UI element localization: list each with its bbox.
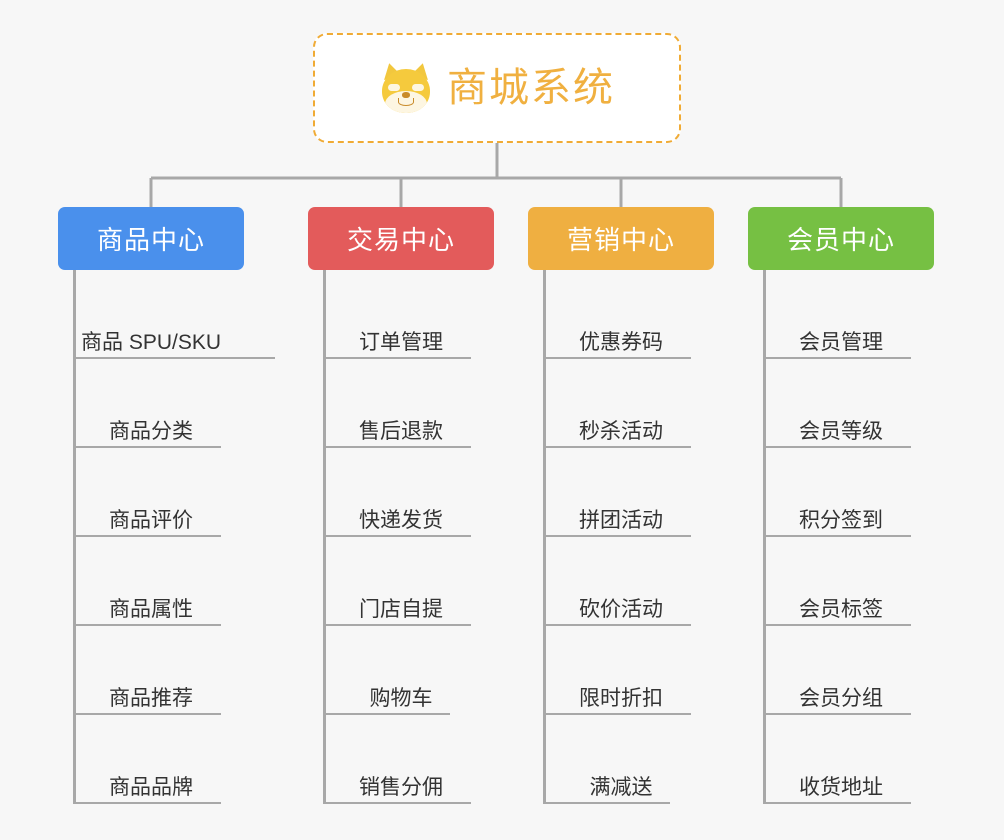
category-header-product-center[interactable]: 商品中心 [58,207,244,270]
list-item-rule [73,802,221,804]
list-item-rule [763,357,911,359]
list-item-rule [323,535,471,537]
list-item-label: 销售分佣 [359,776,443,799]
list-item[interactable]: 销售分佣 [308,715,494,804]
category-header-trade-center[interactable]: 交易中心 [308,207,494,270]
category-items-member-center: 会员管理会员等级积分签到会员标签会员分组收货地址 [748,270,934,804]
column-trunk-line [763,270,766,804]
list-item[interactable]: 订单管理 [308,270,494,359]
list-item-rule [543,535,691,537]
list-item-label: 会员管理 [799,331,883,354]
list-item-rule [543,713,691,715]
list-item[interactable]: 收货地址 [748,715,934,804]
category-items-product-center: 商品 SPU/SKU 商品分类商品评价商品属性商品推荐商品品牌 [58,270,275,804]
list-item-label: 商品分类 [109,420,193,443]
list-item-label: 积分签到 [799,509,883,532]
list-item-rule [73,535,221,537]
list-item-rule [763,535,911,537]
category-header-label: 营销中心 [566,225,675,255]
list-item-rule [763,624,911,626]
list-item[interactable]: 商品推荐 [58,626,244,715]
list-item-rule [323,802,471,804]
list-item[interactable]: 会员管理 [748,270,934,359]
list-item-label: 快递发货 [359,509,443,532]
category-header-label: 商品中心 [96,225,205,255]
list-item-label: 商品 SPU/SKU [80,331,222,354]
list-item[interactable]: 购物车 [308,626,494,715]
category-items-trade-center: 订单管理售后退款快递发货门店自提购物车销售分佣 [308,270,494,804]
list-item[interactable]: 会员等级 [748,359,934,448]
column-trunk-line [73,270,76,804]
list-item-rule [323,624,471,626]
root-node[interactable]: 商城系统 [313,33,681,143]
list-item[interactable]: 优惠券码 [528,270,714,359]
list-item-rule [73,446,221,448]
list-item-label: 优惠券码 [579,331,663,354]
list-item-rule [763,713,911,715]
category-header-label: 会员中心 [786,225,895,255]
list-item[interactable]: 会员分组 [748,626,934,715]
list-item[interactable]: 商品分类 [58,359,244,448]
list-item[interactable]: 秒杀活动 [528,359,714,448]
list-item-label: 秒杀活动 [579,420,663,443]
list-item-rule [543,624,691,626]
list-item[interactable]: 积分签到 [748,448,934,537]
category-column-marketing-center: 营销中心优惠券码秒杀活动拼团活动砍价活动限时折扣满减送 [528,207,714,804]
category-header-label: 交易中心 [346,225,455,255]
list-item[interactable]: 商品 SPU/SKU [58,270,275,359]
category-header-marketing-center[interactable]: 营销中心 [528,207,714,270]
category-items-marketing-center: 优惠券码秒杀活动拼团活动砍价活动限时折扣满减送 [528,270,714,804]
list-item-rule [763,446,911,448]
list-item-label: 售后退款 [359,420,443,443]
list-item-label: 拼团活动 [579,509,663,532]
list-item-rule [323,446,471,448]
column-trunk-line [323,270,326,804]
list-item[interactable]: 拼团活动 [528,448,714,537]
list-item[interactable]: 满减送 [528,715,714,804]
list-item-label: 限时折扣 [579,687,663,710]
list-item[interactable]: 砍价活动 [528,537,714,626]
list-item-label: 会员分组 [799,687,883,710]
list-item[interactable]: 售后退款 [308,359,494,448]
list-item-label: 商品推荐 [109,687,193,710]
list-item-rule [323,357,471,359]
list-item-label: 会员等级 [799,420,883,443]
list-item-rule [763,802,911,804]
category-column-trade-center: 交易中心订单管理售后退款快递发货门店自提购物车销售分佣 [308,207,494,804]
list-item[interactable]: 门店自提 [308,537,494,626]
list-item-label: 满减送 [589,776,653,799]
root-title: 商城系统 [447,66,615,110]
list-item[interactable]: 商品属性 [58,537,244,626]
list-item[interactable]: 限时折扣 [528,626,714,715]
list-item-label: 购物车 [369,687,433,710]
list-item[interactable]: 快递发货 [308,448,494,537]
list-item-label: 砍价活动 [579,598,663,621]
list-item-label: 门店自提 [359,598,443,621]
list-item-label: 商品评价 [109,509,193,532]
list-item-rule [323,713,450,715]
list-item[interactable]: 商品品牌 [58,715,244,804]
list-item[interactable]: 会员标签 [748,537,934,626]
category-column-product-center: 商品中心商品 SPU/SKU 商品分类商品评价商品属性商品推荐商品品牌 [58,207,275,804]
list-item[interactable]: 商品评价 [58,448,244,537]
list-item-rule [543,446,691,448]
list-item-label: 会员标签 [799,598,883,621]
shiba-inu-dog-icon [379,61,433,113]
list-item-label: 商品品牌 [109,776,193,799]
list-item-label: 订单管理 [359,331,443,354]
column-trunk-line [543,270,546,804]
list-item-rule [73,357,275,359]
list-item-rule [73,624,221,626]
list-item-rule [543,802,670,804]
category-column-member-center: 会员中心会员管理会员等级积分签到会员标签会员分组收货地址 [748,207,934,804]
list-item-rule [543,357,691,359]
category-header-member-center[interactable]: 会员中心 [748,207,934,270]
list-item-label: 收货地址 [799,776,883,799]
list-item-rule [73,713,221,715]
list-item-label: 商品属性 [109,598,193,621]
